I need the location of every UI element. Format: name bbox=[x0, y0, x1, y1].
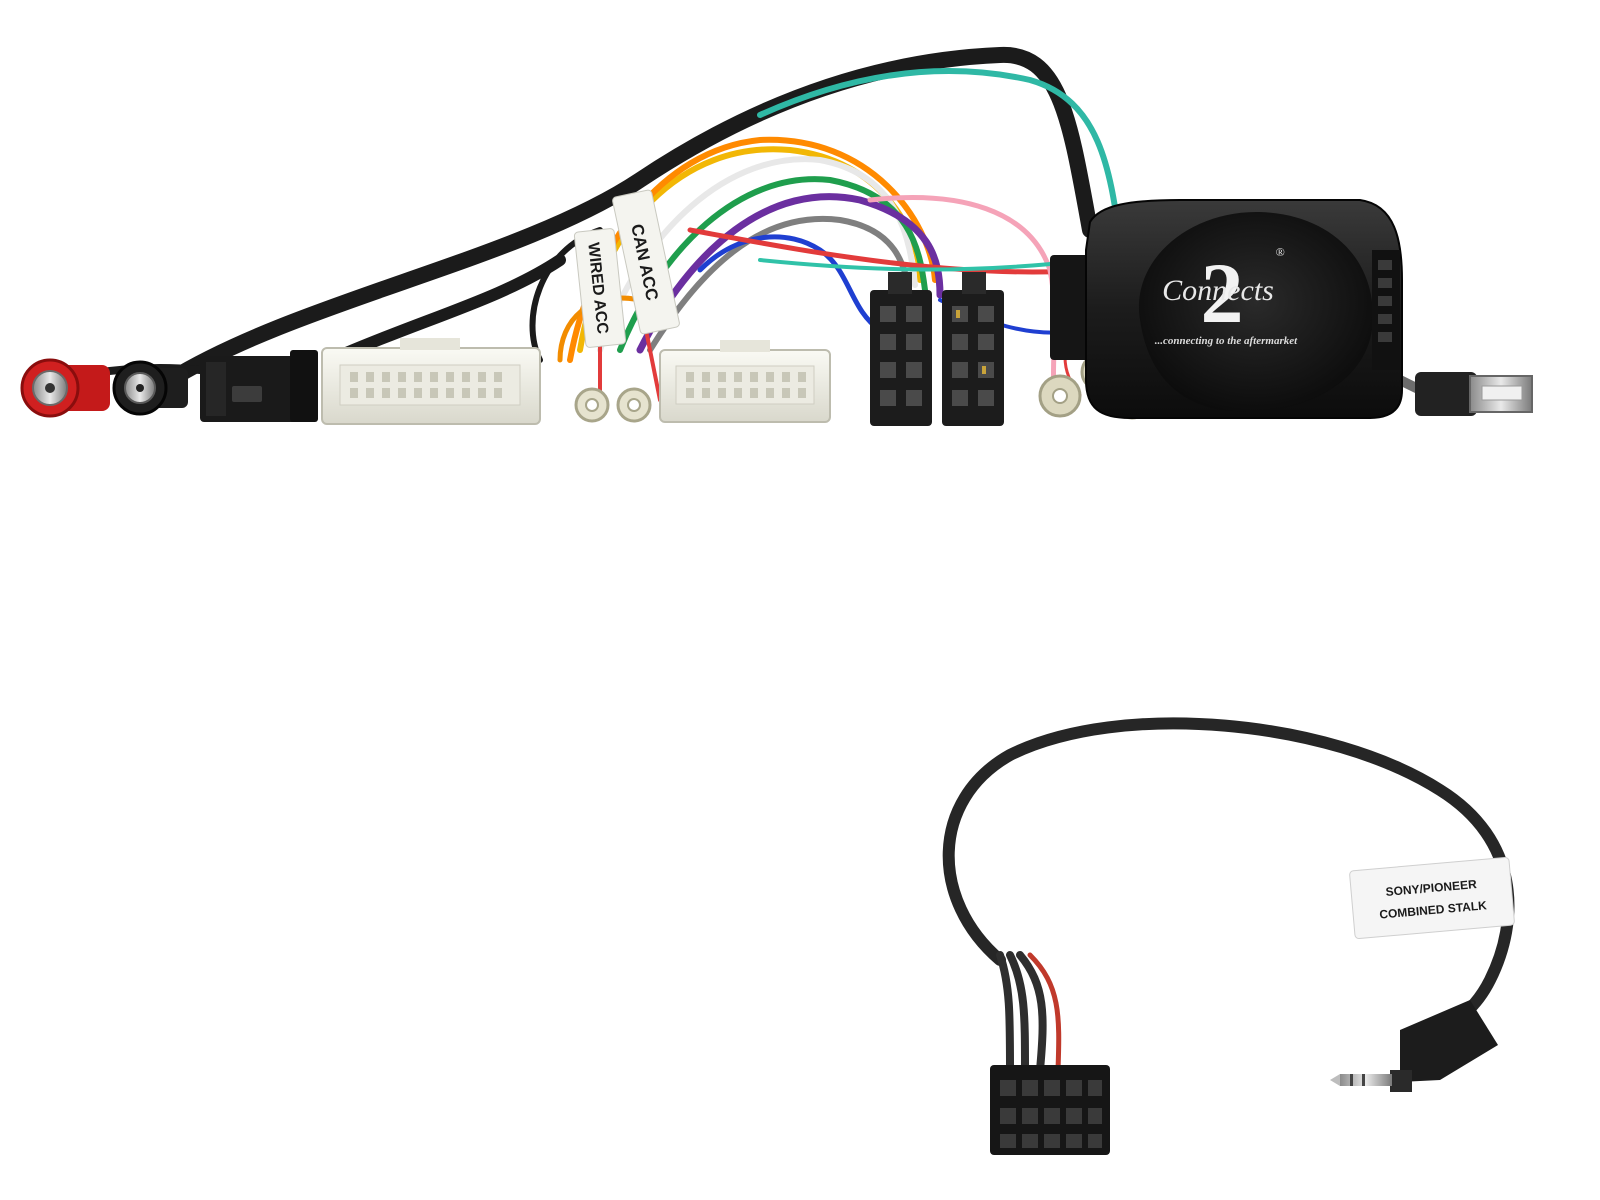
logo-tagline: ...connecting to the aftermarket bbox=[1155, 335, 1298, 347]
rca-plug-black bbox=[112, 360, 188, 416]
iso-connector-left bbox=[870, 272, 932, 426]
patch-lead-label: SONY/PIONEER COMBINED STALK bbox=[1349, 856, 1515, 940]
tag-wired-acc: WIRED ACC bbox=[573, 228, 627, 348]
red-wire bbox=[687, 227, 1093, 275]
iso-connector-right bbox=[942, 272, 1004, 426]
main-black-cable bbox=[162, 46, 1098, 388]
logo-script: Connects bbox=[1162, 274, 1274, 307]
logo-badge bbox=[1138, 211, 1373, 413]
secondary-black-cable bbox=[324, 254, 566, 366]
white-vehicle-connector-medium bbox=[659, 340, 831, 423]
purple-wire bbox=[636, 193, 944, 354]
rca-plug-red bbox=[20, 358, 110, 418]
blue-wire bbox=[697, 234, 883, 333]
headphone-jack bbox=[1330, 1000, 1498, 1092]
black-mini-connector bbox=[200, 350, 318, 422]
white-vehicle-connector-large bbox=[321, 338, 541, 425]
ring-terminals-left bbox=[574, 387, 652, 423]
light-green-wire bbox=[758, 258, 1092, 272]
tag-can-acc: CAN ACC bbox=[612, 189, 680, 335]
molex-connector bbox=[990, 1065, 1110, 1155]
logo-registered: ® bbox=[1275, 245, 1284, 259]
interface-box: 2 Connects ® ...connecting to the afterm… bbox=[1050, 199, 1403, 419]
patch-lead: SONY/PIONEER COMBINED STALK bbox=[942, 717, 1515, 1155]
interface-box-plug bbox=[1050, 255, 1092, 360]
orange-short-wire bbox=[557, 295, 643, 363]
patch-lead-cable bbox=[942, 717, 1515, 1041]
patch-lead-wires bbox=[996, 951, 1062, 1074]
teal-wire bbox=[757, 68, 1123, 243]
logo-number: 2 bbox=[1201, 245, 1244, 341]
usb-plug bbox=[1415, 372, 1533, 416]
